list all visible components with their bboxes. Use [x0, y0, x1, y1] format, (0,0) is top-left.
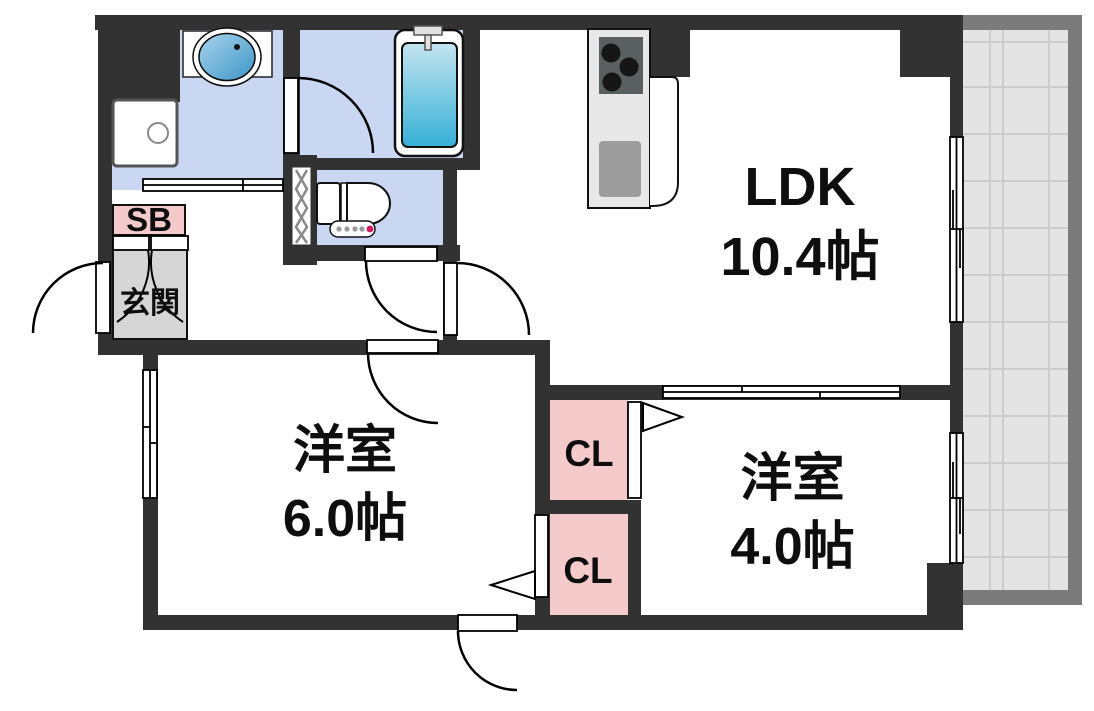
- pillar-kitchen: [650, 15, 690, 77]
- door-leaf-icon: [95, 77, 642, 632]
- washing-machine-pan-icon: [111, 98, 179, 168]
- closet-lower-door-arrow-icon: [487, 569, 536, 601]
- closet-upper-floor: [550, 400, 628, 500]
- closet-lower-door-leaf: [534, 514, 549, 598]
- bathtub-icon: [393, 25, 465, 158]
- western-room6-name: 洋室: [292, 422, 397, 480]
- entrance-floor: [112, 236, 188, 340]
- shoe-box-door-leaf: [112, 235, 150, 251]
- kitchen-sink-icon: [599, 141, 641, 197]
- western-room6-label: 洋室 6.0帖: [195, 418, 495, 553]
- kitchen-counter-icon: [587, 28, 679, 209]
- closet-lower-label: CL: [563, 550, 613, 591]
- closet-upper-door-arrow-icon: [642, 401, 685, 433]
- pillar-southeast: [927, 563, 963, 630]
- wall-bath-south: [300, 158, 480, 170]
- washbasin-icon: [182, 27, 273, 87]
- shoe-box-door-leaf: [150, 235, 189, 251]
- door-swing-icon: [31, 76, 531, 692]
- accordion-door-icon: [291, 166, 312, 246]
- entrance-label: 玄関: [120, 287, 180, 320]
- balcony-rail-bottom: [963, 590, 1082, 605]
- ldk-label: LDK 10.4帖: [650, 152, 950, 292]
- shoe-box: [112, 204, 186, 236]
- toilet-door-leaf: [364, 246, 438, 262]
- toilet-icon: [316, 182, 391, 238]
- western-room6-size: 6.0帖: [282, 489, 408, 548]
- room6-door-leaf: [366, 339, 439, 354]
- closet-upper-label: CL: [564, 433, 614, 474]
- shoe-box-label: SB: [126, 201, 172, 238]
- balcony-rail-top: [963, 15, 1082, 30]
- sliding-window-icon: [142, 136, 964, 564]
- balcony-rail-right: [1068, 15, 1082, 605]
- ldk-door-leaf: [443, 262, 458, 336]
- wall-closet-mid: [548, 500, 641, 514]
- bathroom-door-leaf: [283, 77, 299, 154]
- western-room4-name: 洋室: [740, 450, 845, 508]
- pillar-northwest: [98, 15, 180, 102]
- wall-bath-east: [463, 15, 480, 170]
- western-room4-label: 洋室 4.0帖: [645, 446, 940, 581]
- ldk-name: LDK: [744, 157, 856, 217]
- entrance-door-leaf: [95, 261, 111, 334]
- western-room4-size: 4.0帖: [730, 517, 855, 576]
- wall-top: [95, 15, 963, 30]
- closet-lower-floor: [548, 514, 628, 615]
- pillar-northeast: [900, 15, 963, 77]
- closet-upper-door-leaf: [627, 401, 642, 499]
- wall-closet-east: [628, 500, 641, 615]
- wall-bottom: [143, 615, 963, 630]
- balcony: [963, 30, 1071, 592]
- room6-south-door-leaf: [457, 614, 518, 632]
- ldk-size: 10.4帖: [720, 227, 880, 288]
